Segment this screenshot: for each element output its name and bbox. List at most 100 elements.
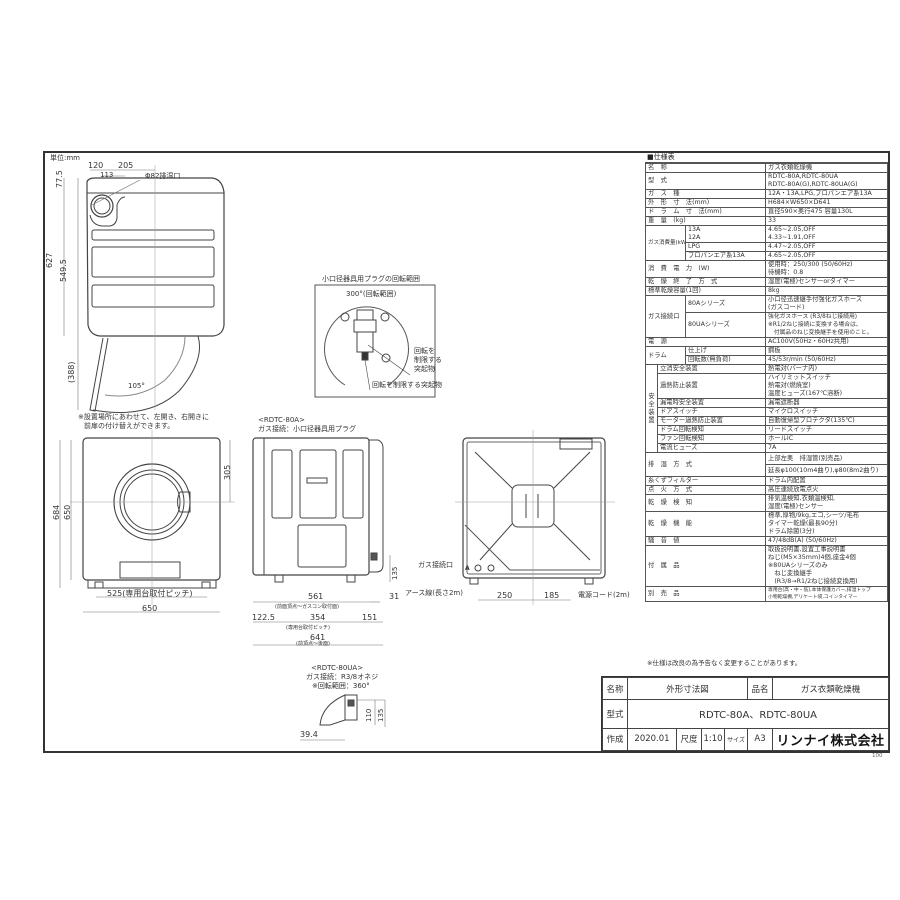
spec-value: ドラム内配置 <box>765 476 888 486</box>
spec-value: 高圧連続放電点火 <box>765 485 888 495</box>
spec-value: 4.65~2.05,OFF <box>765 251 888 261</box>
dim-627: 627 <box>45 252 54 268</box>
spec-value: 自動復帰型プロテクタ(135℃) <box>765 416 888 426</box>
dim-388: (388) <box>67 361 76 383</box>
stopper-label-1: 回転を <box>414 347 435 355</box>
size-label: サイズ <box>724 727 748 752</box>
spec-group-label: ガス接続口 <box>645 295 686 338</box>
spec-value: 45/53r/min (50/60Hz) <box>765 355 888 365</box>
dim-561-note: (前面頂点～ガスコン取付面) <box>275 604 339 610</box>
spec-key: 型 式 <box>644 172 767 190</box>
spec-value: 上部左奥 排湿管(別売品) <box>765 452 888 465</box>
spec-key: 名 称 <box>644 163 767 173</box>
dim-561: 561 <box>308 592 324 601</box>
earth-wire-label: アース線(長さ2m) <box>405 589 463 597</box>
spec-value: 33 <box>765 216 888 226</box>
spec-value: 4.47~2.05,OFF <box>765 242 888 252</box>
dim-650-width: 650 <box>142 604 158 613</box>
spec-value: 標準,厚物/9kg,エコ,シーツ/毛布 タイマー乾燥(最長90分) ドラム除菌(… <box>765 511 888 537</box>
spec-row: 付 属 品取扱説明書,設置工事説明書 ねじ(M5×35mm)4個,座金4個 ※8… <box>644 545 888 587</box>
spec-key: 糸くずフィルター <box>644 476 767 486</box>
unit-label: 単位:mm <box>50 154 80 162</box>
spec-value: 取扱説明書,設置工事説明書 ねじ(M5×35mm)4個,座金4個 ※80UAシリ… <box>765 545 888 587</box>
dim-354: 354 <box>310 613 326 622</box>
spec-row: 標準乾燥容量(1回)8kg <box>644 286 888 296</box>
spec-row-safety: 安全装置 立消安全装置 熱電対(バーナ内) <box>645 364 888 453</box>
name-label: 名称 <box>602 676 628 701</box>
spec-key: 電流ヒューズ <box>656 443 767 453</box>
spec-value: AC100V(50Hz・60Hz共用) <box>765 337 888 347</box>
dim-ua-110: 110 <box>365 708 373 722</box>
spec-value: ホールIC <box>765 434 888 444</box>
spec-value: マイクロスイッチ <box>765 407 888 417</box>
spec-value: 47/48dB(A) (50/60Hz) <box>765 536 888 546</box>
spec-value: 排気温検知,衣類温検知, 湿度(電極)センサー <box>765 494 888 512</box>
spec-row: 80UAシリーズ強化ガスホース (R3/8ねじ接続用) ※R1/2ねじ接続に変換… <box>646 312 888 338</box>
spec-row: ド ラ ム 寸 法(mm)直径590×奥行475 容量130L <box>644 207 888 217</box>
spec-key: 外 形 寸 法(mm) <box>644 198 767 208</box>
model-value: RDTC-80A、RDTC-80UA <box>627 699 889 729</box>
spec-group-label: ガス消費量(kW) <box>645 225 686 261</box>
plug-detail-title: 小口径器具用プラグの回転範囲 <box>322 275 420 283</box>
rear-view-drawing <box>455 430 615 605</box>
spec-title: ■仕様表 <box>645 152 888 163</box>
dim-205: 205 <box>118 161 134 170</box>
dim-122-5: 122.5 <box>252 613 275 622</box>
spec-row: ファン回転検知ホールIC <box>646 434 888 444</box>
stopper-label-3: 突起物 <box>414 365 435 373</box>
spec-row: 乾 燥 機 能標準,厚物/9kg,エコ,シーツ/毛布 タイマー乾燥(最長90分)… <box>644 511 888 537</box>
spec-value: 強化ガスホース (R3/8ねじ接続用) ※R1/2ねじ接続に変換する場合は、 付… <box>765 312 888 338</box>
spec-value: 延長φ100(10m4曲り),φ80(8m2曲り) <box>765 464 888 477</box>
spec-value: 鋼板 <box>765 346 888 356</box>
plug-rotation-detail <box>314 284 436 398</box>
spec-value: RDTC-80A,RDTC-80UA RDTC-80A(G),RDTC-80UA… <box>765 172 888 190</box>
spec-value: H684×W650×D641 <box>765 198 888 208</box>
spec-key: 仕上げ <box>684 346 767 356</box>
spec-value: 漏電遮断器 <box>765 398 888 408</box>
dim-641: 641 <box>310 633 326 642</box>
spec-row: 漏電時安全装置漏電遮断器 <box>646 398 888 408</box>
dim-305: 305 <box>223 464 232 480</box>
dim-641-note: (前頂点～後面) <box>296 641 330 647</box>
scale-value: 1:10 <box>701 727 725 752</box>
model-label: 型式 <box>602 699 628 729</box>
spec-key: 回転数(無負荷) <box>684 355 767 365</box>
spec-row-drum: ドラム 仕上げ 鋼板 <box>645 346 888 365</box>
ua-rotation-label: ※回転範囲：360° <box>312 682 370 690</box>
spec-row-gas-port: ガス接続口 80Aシリーズ 小口径迅速継手付強化ガスホース (ガスコード) <box>645 295 888 338</box>
spec-value: 直径590×奥行475 容量130L <box>765 207 888 217</box>
spec-key: 消 費 電 力 (W) <box>644 260 767 278</box>
spec-key: 立消安全装置 <box>656 364 767 374</box>
dim-77-5: 77.5 <box>55 170 64 188</box>
page-number: 100 <box>872 753 883 759</box>
spec-value: 12A・13A,LPG,プロパンエア系13A <box>765 189 888 199</box>
spec-key: 過熱防止装置 <box>656 373 767 399</box>
dim-250: 250 <box>497 591 513 600</box>
spec-key: 80Aシリーズ <box>684 295 767 313</box>
dim-684: 684 <box>52 504 61 520</box>
spec-key: 乾 燥 検 知 <box>644 494 767 512</box>
spec-value: 熱電対(バーナ内) <box>765 364 888 374</box>
stopper-bottom-label: 回転を制限する突起物 <box>372 381 442 389</box>
spec-key: 乾 燥 機 能 <box>644 511 767 537</box>
ua-model-label: <RDTC-80UA> <box>311 664 364 672</box>
size-value: A3 <box>747 727 773 752</box>
spec-row: 消 費 電 力 (W)使用時：250/300 (50/60Hz) 待機時：0.8 <box>644 260 888 278</box>
spec-key: モーター過熱防止装置 <box>656 416 767 426</box>
dim-650-height: 650 <box>63 504 72 520</box>
spec-row: 重 量 (kg)33 <box>644 216 888 226</box>
side-view-drawing <box>252 437 391 646</box>
spec-value: 使用時：250/300 (50/60Hz) 待機時：0.8 <box>765 260 888 278</box>
spec-key: 標準乾燥容量(1回) <box>644 286 767 296</box>
spec-key: ファン回転検知 <box>656 434 767 444</box>
side-model-label: <RDTC-80A> <box>258 416 305 424</box>
spec-row: ドラム回転検知リードスイッチ <box>646 425 888 435</box>
title-block: 名称 外形寸法図 品名 ガス衣類乾燥機 型式 RDTC-80A、RDTC-80U… <box>601 676 889 752</box>
spec-key: 重 量 (kg) <box>644 216 767 226</box>
dim-120: 120 <box>88 161 104 170</box>
dim-354-note: (専用台取付ピッチ) <box>286 625 330 631</box>
created-label: 作成 <box>602 727 628 752</box>
